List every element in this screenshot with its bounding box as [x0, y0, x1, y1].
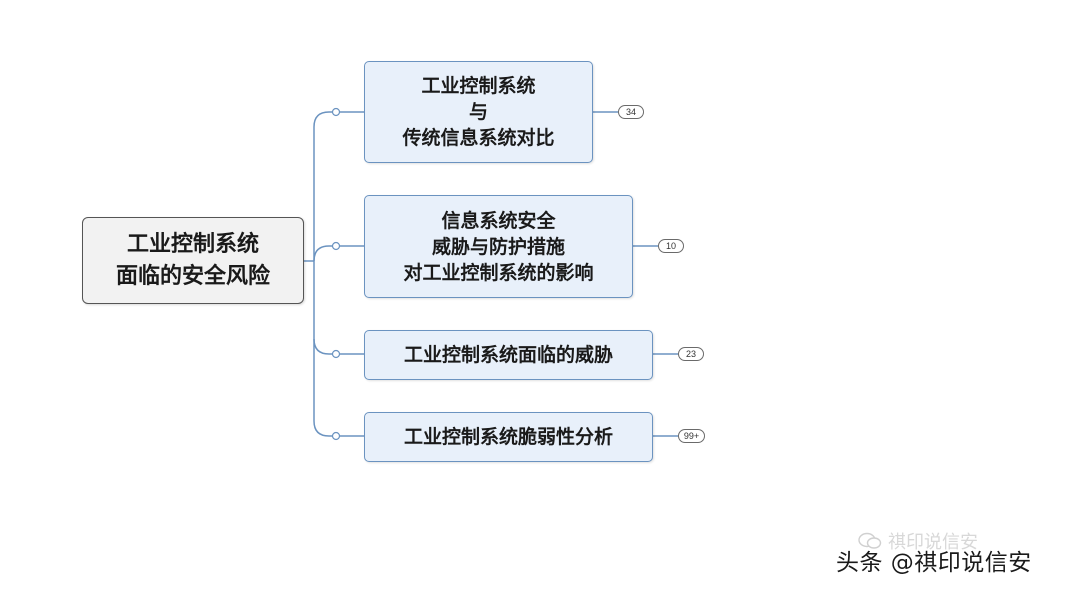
watermark-text: 祺印说信安 — [888, 532, 978, 553]
connector-branch-2 — [313, 245, 364, 262]
connector-spine — [313, 111, 330, 437]
branch-topic-comparison[interactable]: 工业控制系统 与 传统信息系统对比 — [364, 61, 593, 163]
junction-dot-1 — [331, 107, 341, 117]
collapsed-count-badge[interactable]: 10 — [658, 239, 684, 253]
collapsed-count-badge[interactable]: 99+ — [678, 429, 705, 443]
branch-topic-label: 工业控制系统 与 传统信息系统对比 — [402, 75, 555, 149]
collapsed-count-badge[interactable]: 34 — [618, 105, 644, 119]
branch-topic-label: 工业控制系统脆弱性分析 — [403, 426, 613, 448]
branch-topic-threat-impact[interactable]: 信息系统安全 威胁与防护措施 对工业控制系统的影响 — [364, 195, 633, 298]
connector-branch-3 — [313, 338, 364, 355]
watermark: 祺印说信安 — [858, 528, 978, 554]
junction-dot-3 — [331, 349, 341, 359]
branch-topic-threats[interactable]: 工业控制系统面临的威胁 — [364, 330, 653, 380]
credit-text: 头条 @祺印说信安 — [836, 550, 1032, 576]
branch-topic-label: 工业控制系统面临的威胁 — [403, 344, 613, 366]
branch-topic-label: 信息系统安全 威胁与防护措施 对工业控制系统的影响 — [403, 209, 594, 284]
root-topic[interactable]: 工业控制系统 面临的安全风险 — [82, 217, 304, 304]
branch-topic-vulnerability[interactable]: 工业控制系统脆弱性分析 — [364, 412, 653, 462]
root-topic-label: 工业控制系统 面临的安全风险 — [115, 231, 270, 289]
junction-dot-4 — [331, 431, 341, 441]
wechat-icon — [858, 532, 882, 550]
collapsed-count-badge[interactable]: 23 — [678, 347, 704, 361]
junction-dot-2 — [331, 241, 341, 251]
